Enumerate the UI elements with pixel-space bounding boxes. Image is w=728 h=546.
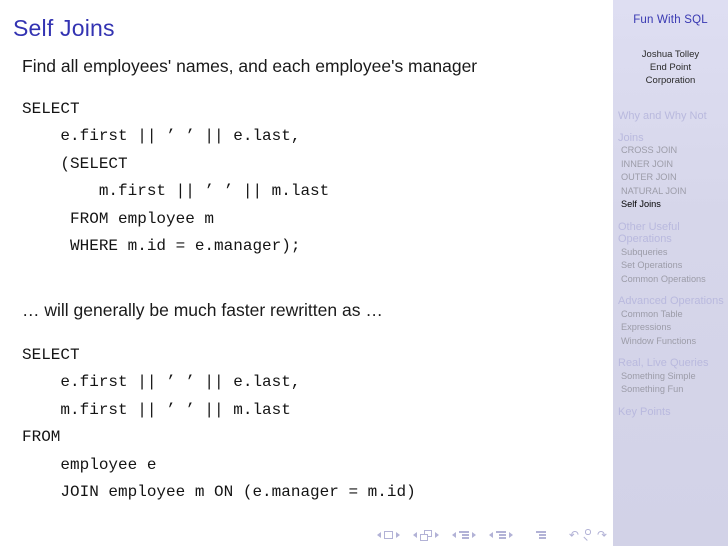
next-section-icon[interactable]	[508, 531, 513, 538]
sidebar-item-subqueries[interactable]: Subqueries	[621, 246, 668, 257]
sidebar-item-advanced-operations[interactable]: Advanced Operations	[618, 295, 724, 307]
slide-nav-group	[376, 531, 400, 539]
transition-text: … will generally be much faster rewritte…	[22, 300, 383, 320]
sidebar-nav: Why and Why Not Joins CROSS JOIN INNER J…	[613, 110, 728, 418]
presentation-outline-icon[interactable]	[535, 531, 546, 539]
sidebar-item-common-table-expressions[interactable]: Common Table Expressions	[621, 308, 683, 333]
slide-lead-text: Find all employees' names, and each empl…	[22, 56, 478, 76]
next-subsection-icon[interactable]	[471, 531, 476, 538]
sidebar-item-inner-join[interactable]: INNER JOIN	[621, 158, 674, 169]
author-name: Joshua Tolley	[641, 49, 700, 60]
next-frame-icon[interactable]	[434, 532, 439, 538]
sidebar-item-common-operations[interactable]: Common Operations	[621, 273, 706, 284]
sidebar-item-set-operations[interactable]: Set Operations	[621, 260, 683, 270]
history-nav-group: ↶ ↷	[569, 529, 607, 541]
sidebar-item-something-fun[interactable]: Something Fun	[621, 384, 684, 394]
prev-slide-icon[interactable]	[376, 532, 381, 538]
sidebar-item-why-and-why-not[interactable]: Why and Why Not	[618, 110, 707, 122]
section-nav-group	[488, 531, 513, 539]
sidebar: Fun With SQL Joshua Tolley End Point Cor…	[613, 0, 728, 546]
sidebar-item-self-joins-current[interactable]: Self Joins	[621, 199, 661, 209]
next-slide-icon[interactable]	[395, 532, 400, 538]
subsection-nav-group	[451, 531, 476, 539]
sidebar-item-something-simple[interactable]: Something Simple	[621, 370, 696, 381]
search-icon[interactable]	[582, 529, 594, 541]
sql-code-block-2: SELECT e.first || ’ ’ || e.last, m.first…	[22, 346, 416, 502]
frame-nav-group	[412, 529, 439, 541]
sidebar-item-key-points[interactable]: Key Points	[618, 405, 671, 418]
presentation-title[interactable]: Fun With SQL	[633, 14, 708, 26]
back-icon[interactable]: ↶	[568, 528, 579, 542]
sidebar-item-outer-join[interactable]: OUTER JOIN	[621, 172, 677, 182]
prev-section-icon[interactable]	[488, 531, 493, 538]
slide-title: Self Joins	[13, 15, 115, 41]
sidebar-item-cross-join[interactable]: CROSS JOIN	[621, 145, 678, 155]
author-org-line-1: End Point	[649, 62, 692, 73]
sidebar-item-natural-join[interactable]: NATURAL JOIN	[621, 185, 687, 196]
author-block: Joshua Tolley End Point Corporation	[613, 48, 728, 87]
frames-icon[interactable]	[419, 529, 432, 541]
slide-main-area: Self Joins Find all employees' names, an…	[13, 15, 607, 541]
sidebar-item-other-useful-operations[interactable]: Other Useful Operations	[618, 220, 680, 246]
beamer-navigation-bar: ↶ ↷	[376, 529, 607, 541]
sidebar-item-real-live-queries[interactable]: Real, Live Queries	[618, 357, 709, 369]
prev-subsection-icon[interactable]	[451, 531, 456, 538]
prev-frame-icon[interactable]	[412, 532, 417, 538]
author-org-line-2: Corporation	[645, 75, 696, 86]
outline-nav-group	[535, 531, 546, 539]
slide-icon[interactable]	[383, 531, 393, 539]
subsection-list-icon[interactable]	[458, 531, 469, 539]
forward-icon[interactable]: ↷	[596, 528, 607, 542]
sql-code-block-1: SELECT e.first || ’ ’ || e.last, (SELECT…	[22, 100, 330, 256]
sidebar-item-window-functions[interactable]: Window Functions	[621, 335, 697, 346]
sidebar-item-joins[interactable]: Joins	[618, 131, 644, 144]
section-list-icon[interactable]	[495, 531, 506, 539]
